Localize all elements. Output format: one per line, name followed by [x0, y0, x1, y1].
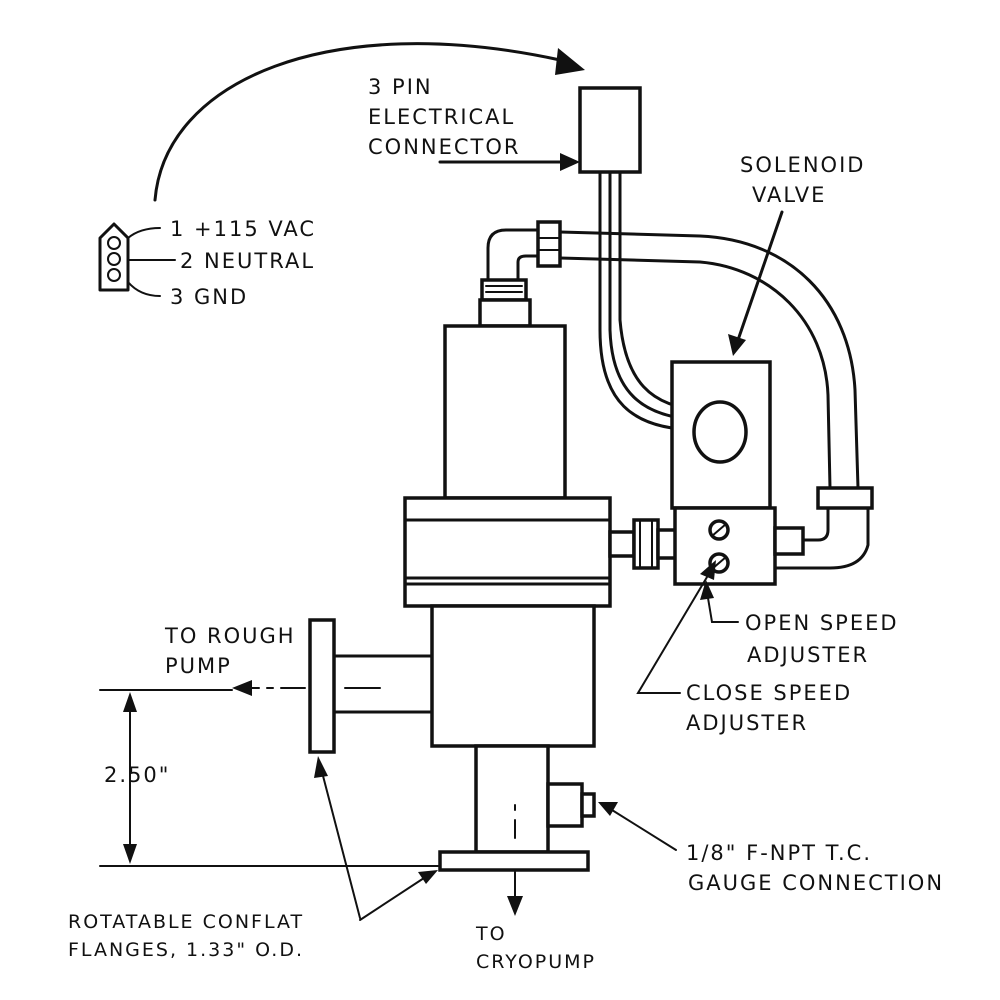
- valve-body: [430, 604, 596, 748]
- pin-3-label: 3 GND: [170, 285, 248, 309]
- gauge-fitting: [546, 782, 596, 828]
- gauge-label-line-1: 1/8" F-NPT T.C.: [686, 841, 872, 865]
- close-speed-pointer-line: [636, 571, 711, 694]
- cryopump-port: [438, 744, 590, 872]
- gauge-label-line-2: GAUGE CONNECTION: [688, 871, 944, 895]
- open-speed-adjuster-screw: [708, 519, 730, 541]
- pneumatic-tube: [486, 220, 874, 570]
- solenoid-label-line-2: VALVE: [752, 183, 826, 207]
- dimension-line: [99, 689, 439, 867]
- solenoid-outlet-fitting: [773, 526, 805, 556]
- pin-diagram: [98, 222, 176, 297]
- curved-arrow-head: [555, 48, 585, 75]
- cryopump-label-line-1: TO: [475, 923, 507, 945]
- flanges-label-line-1: ROTATABLE CONFLAT: [68, 911, 304, 933]
- actuator-fitting: [478, 278, 532, 328]
- open-speed-label-line-1: OPEN SPEED: [745, 611, 899, 635]
- open-speed-pointer-line: [707, 597, 739, 623]
- flanges-label-line-2: FLANGES, 1.33" O.D.: [68, 939, 304, 961]
- close-speed-pointer-head: [700, 560, 716, 580]
- solenoid-pointer-line: [736, 210, 784, 342]
- rough-pump-label-line-2: PUMP: [165, 654, 232, 678]
- rough-pump-port: [308, 618, 434, 754]
- gauge-pointer-head: [598, 802, 618, 816]
- cryopump-label-line-2: CRYOPUMP: [476, 951, 596, 973]
- connector-label-line-2: ELECTRICAL: [368, 105, 515, 129]
- close-speed-label-line-1: CLOSE SPEED: [686, 681, 852, 705]
- dimension-label: 2.50": [104, 763, 170, 787]
- pin-2-label: 2 NEUTRAL: [180, 249, 315, 273]
- flanges-pointer-head-2: [418, 870, 438, 884]
- cryopump-flange: [438, 850, 590, 872]
- curved-pointer-arrow: [153, 42, 562, 202]
- bonnet-flange: [403, 496, 612, 608]
- connector-label-line-1: 3 PIN: [368, 75, 433, 99]
- open-speed-label-line-2: ADJUSTER: [747, 643, 869, 667]
- electrical-connector: [578, 86, 642, 174]
- gauge-pointer-line: [611, 809, 677, 851]
- connector-pointer-head: [560, 153, 580, 171]
- cryopump-flow-head: [507, 896, 523, 916]
- flanges-pointer-line-2: [359, 877, 425, 921]
- rough-pump-flow-head: [232, 680, 252, 696]
- actuator-cylinder: [443, 324, 567, 500]
- flanges-pointer-line-1: [321, 771, 361, 919]
- open-speed-pointer-head: [700, 580, 714, 600]
- solenoid-fitting: [608, 518, 678, 570]
- flanges-pointer-head-1: [314, 756, 328, 778]
- solenoid-label-line-1: SOLENOID: [740, 153, 865, 177]
- rough-pump-label-line-1: TO ROUGH: [164, 624, 296, 648]
- close-speed-label-line-2: ADJUSTER: [686, 711, 808, 735]
- rough-pump-flange: [308, 618, 336, 754]
- solenoid-pointer-head: [728, 334, 746, 356]
- solenoid-valve: [670, 360, 777, 586]
- connector-label-line-3: CONNECTOR: [368, 135, 521, 159]
- pin-1-label: 1 +115 VAC: [170, 217, 316, 241]
